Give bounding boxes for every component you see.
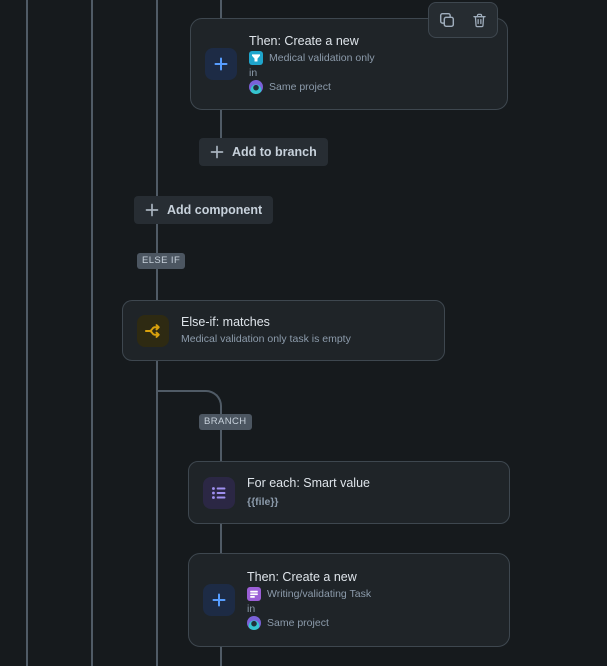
issue-type-medical-icon <box>249 51 263 65</box>
node-subtitle: Medical validation only task is empty <box>181 333 351 345</box>
node-for-each-smart-value[interactable]: For each: Smart value {{file}} <box>188 461 510 524</box>
project-avatar <box>247 616 261 630</box>
branch-condition-icon <box>137 314 169 347</box>
plus-icon <box>210 145 224 159</box>
add-to-branch-label: Add to branch <box>232 145 317 159</box>
node-else-if-matches[interactable]: Else-if: matches Medical validation only… <box>122 300 445 361</box>
project-label: Same project <box>267 616 329 629</box>
preposition-text: in <box>247 602 256 615</box>
delete-button[interactable] <box>465 6 493 34</box>
node-title: Else-if: matches <box>181 315 270 329</box>
connector-then-to-add <box>220 110 222 138</box>
branch-rail <box>220 410 222 666</box>
issue-type-writing-icon <box>247 587 261 601</box>
project-avatar <box>249 80 263 94</box>
branch-badge: BRANCH <box>199 414 252 430</box>
add-component-button[interactable]: Add component <box>134 196 274 224</box>
plus-icon <box>145 203 159 217</box>
node-then-create-top[interactable]: Then: Create a new Medical validation on… <box>190 18 508 110</box>
connector-into-then-top <box>220 0 222 18</box>
node-title: For each: Smart value <box>247 476 370 490</box>
issue-type-label: Medical validation only <box>269 51 375 64</box>
issue-type-label: Writing/validating Task <box>267 587 372 600</box>
connector-rail-1 <box>26 0 28 666</box>
node-title: Then: Create a new <box>247 569 357 584</box>
project-label: Same project <box>269 80 331 93</box>
node-actions-toolbar <box>428 2 498 38</box>
else-if-badge: ELSE IF <box>137 253 186 269</box>
smart-value-text: {{file}} <box>247 496 279 508</box>
branch-curve-connector <box>157 390 222 412</box>
node-title: Then: Create a new <box>249 33 359 48</box>
list-icon <box>203 476 235 509</box>
preposition-text: in <box>249 66 258 79</box>
connector-rail-2 <box>91 0 93 666</box>
create-issue-plus-icon <box>203 584 235 616</box>
duplicate-button[interactable] <box>433 6 461 34</box>
add-to-branch-button[interactable]: Add to branch <box>199 138 328 166</box>
node-then-create-bottom[interactable]: Then: Create a new Writing/validating Ta… <box>188 553 510 647</box>
create-issue-plus-icon <box>205 48 237 80</box>
add-component-label: Add component <box>167 203 263 217</box>
